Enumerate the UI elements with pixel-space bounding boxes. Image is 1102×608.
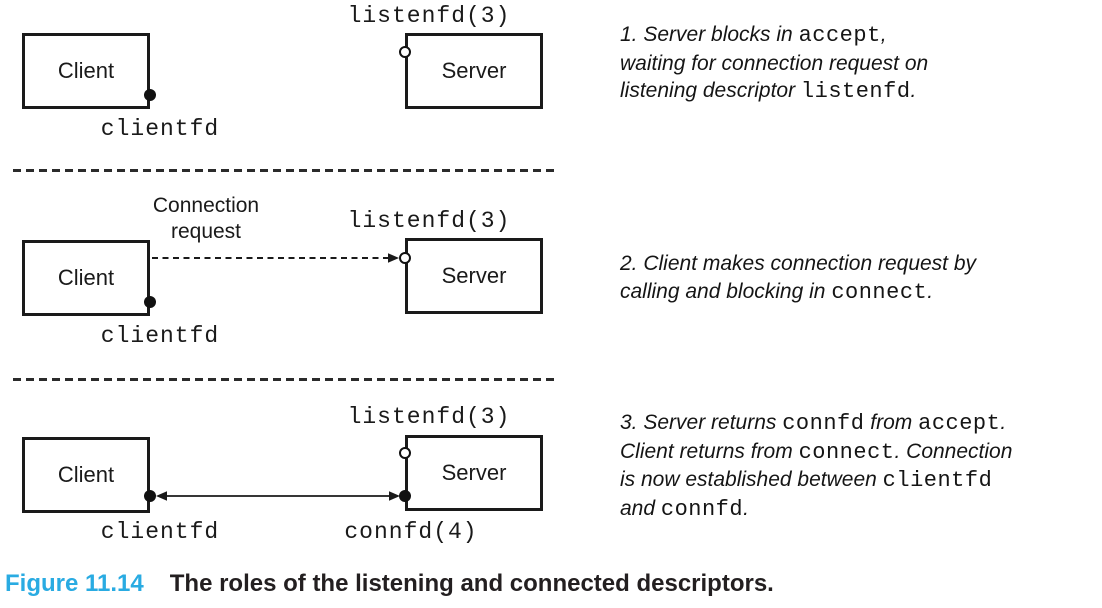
client-box-label: Client — [57, 58, 115, 83]
annotation-step-1: 1. Server blocks in accept, waiting for … — [620, 23, 929, 104]
server-box-label: Server — [441, 58, 507, 83]
client-box: Client — [22, 33, 150, 109]
listenfd-socket-circle — [399, 447, 411, 459]
connfd-socket-dot — [399, 490, 411, 502]
server-box: Server — [405, 33, 543, 109]
panel-separator — [13, 378, 557, 381]
clientfd-socket-dot — [144, 89, 156, 101]
figure-caption-label: Figure 11.14 — [5, 570, 144, 597]
annotation-step-3: 3. Server returns connfd from accept. Cl… — [620, 411, 1013, 522]
listenfd-label: listenfd(3) — [347, 3, 511, 29]
client-box: Client — [22, 240, 150, 316]
connection-request-dashed-arrow — [152, 253, 399, 263]
clientfd-label: clientfd — [100, 323, 220, 349]
clientfd-label: clientfd — [100, 116, 220, 142]
server-box: Server — [405, 238, 543, 314]
listenfd-socket-circle — [399, 252, 411, 264]
server-box: Server — [405, 435, 543, 511]
client-box-label: Client — [57, 265, 115, 290]
listenfd-label: listenfd(3) — [347, 208, 511, 234]
figure-caption: Figure 11.14 The roles of the listening a… — [5, 570, 774, 598]
annotation-step-2: 2. Client makes connection request by ca… — [620, 252, 977, 305]
listenfd-label: listenfd(3) — [347, 404, 511, 430]
listenfd-socket-circle — [399, 46, 411, 58]
server-box-label: Server — [441, 460, 507, 485]
panel-separator — [13, 169, 557, 172]
clientfd-socket-dot — [144, 296, 156, 308]
client-box: Client — [22, 437, 150, 513]
clientfd-label: clientfd — [100, 519, 220, 545]
clientfd-socket-dot — [144, 490, 156, 502]
established-connection-arrow — [156, 491, 400, 501]
connection-request-label: Connection request — [152, 194, 260, 243]
connfd-label: connfd(4) — [344, 519, 478, 545]
server-box-label: Server — [441, 263, 507, 288]
client-box-label: Client — [57, 462, 115, 487]
figure-caption-text: The roles of the listening and connected… — [169, 570, 774, 597]
